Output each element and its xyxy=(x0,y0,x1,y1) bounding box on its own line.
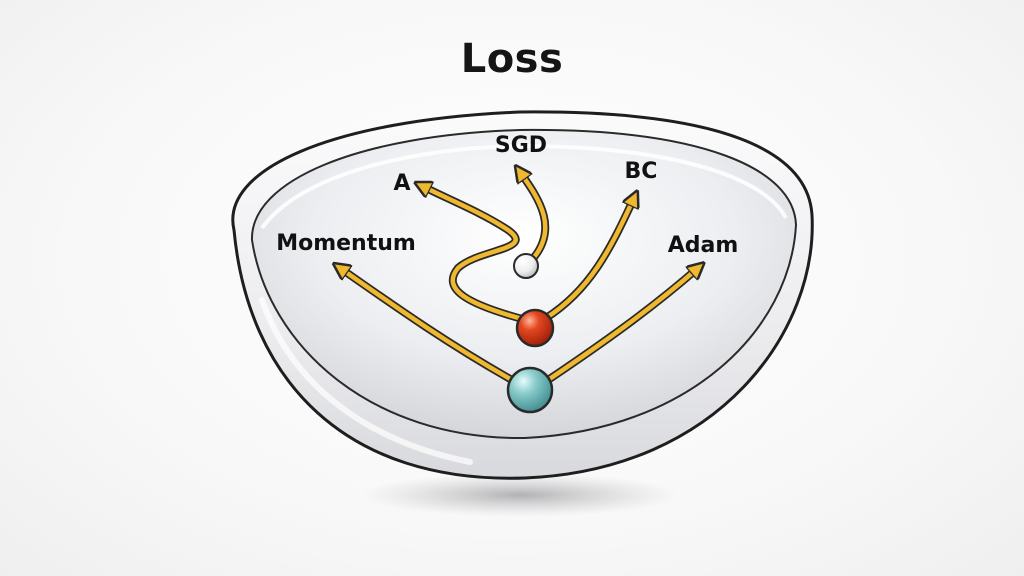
label-sgd: SGD xyxy=(495,133,547,158)
bowl-inner xyxy=(250,128,798,440)
path-sgd xyxy=(520,172,548,265)
path-bc xyxy=(543,198,634,321)
red-ball xyxy=(515,308,555,348)
bowl-highlight xyxy=(259,297,473,465)
label-momentum: Momentum xyxy=(276,231,416,256)
diagram-title: Loss xyxy=(460,36,564,82)
path-momentum xyxy=(340,268,515,383)
label-bc: BC xyxy=(625,159,658,184)
bowl-rim-shade xyxy=(260,143,788,230)
white-ball xyxy=(513,253,539,279)
bowl-shadow xyxy=(360,473,680,517)
path-a xyxy=(422,186,529,323)
path-adam xyxy=(545,268,698,383)
label-a: A xyxy=(393,171,410,196)
teal-ball xyxy=(506,366,554,414)
label-adam: Adam xyxy=(668,233,739,258)
